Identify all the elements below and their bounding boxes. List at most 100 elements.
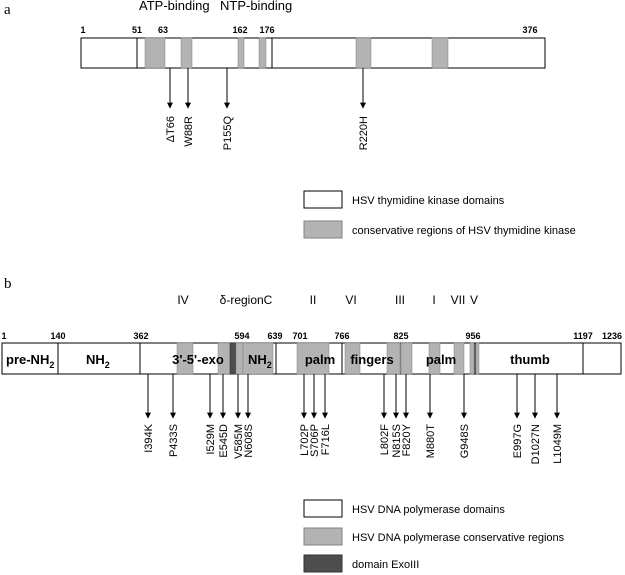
panel-a-arrows <box>167 68 366 109</box>
panel-a-legend: HSV thymidine kinase domains conservativ… <box>303 190 576 239</box>
tick-label: 1197 <box>573 331 593 341</box>
mutation-label: W88R <box>183 116 195 147</box>
mutation-label: I394K <box>143 423 155 452</box>
mutation-label: N608S <box>243 424 255 458</box>
panel-b: b IV δ-regionC II VI III I VII V 1 140 3… <box>1 276 622 573</box>
region-label: V <box>470 293 478 307</box>
conserved-region <box>180 37 193 69</box>
thymidine-kinase-bar <box>80 37 546 69</box>
mutation-label: G948S <box>459 424 471 458</box>
conserved-region <box>355 37 372 69</box>
mutation-label: L702P <box>299 424 311 456</box>
tick-label: 51 <box>132 25 142 35</box>
mutation-label: F716L <box>320 424 332 455</box>
tick-label: 162 <box>232 25 247 35</box>
conserved-region <box>428 342 441 375</box>
conserved-region <box>453 342 465 375</box>
conserved-region <box>235 342 244 375</box>
panel-a: a ATP-binding NTP-binding 1 51 63 162 17… <box>4 0 576 239</box>
tick-label: 176 <box>259 25 274 35</box>
mutation-label: E997G <box>512 424 524 458</box>
exoiii-region <box>229 342 237 375</box>
tick-label: 825 <box>393 331 408 341</box>
conserved-region <box>237 37 245 69</box>
legend-text: HSV DNA polymerase domains <box>352 504 505 516</box>
tick-label: 1236 <box>602 331 622 341</box>
tick-label: 701 <box>292 331 307 341</box>
conserved-region <box>400 342 413 375</box>
region-label: IV <box>177 293 188 307</box>
conserved-region <box>242 342 274 375</box>
tick-label: 1 <box>80 25 85 35</box>
ntp-binding-header: NTP-binding <box>220 0 292 13</box>
panel-b-legend: HSV DNA polymerase domains HSV DNA polym… <box>303 499 565 573</box>
tick-label: 1 <box>1 331 6 341</box>
region-label: I <box>432 293 435 307</box>
legend-text: HSV thymidine kinase domains <box>352 195 505 207</box>
region-labels: IV δ-regionC II VI III I VII V <box>177 293 478 307</box>
legend-text: HSV DNA polymerase conservative regions <box>352 532 565 544</box>
panel-b-arrows <box>145 374 560 419</box>
tick-label: 63 <box>158 25 168 35</box>
region-label: II <box>310 293 317 307</box>
mutation-label: S706P <box>309 424 321 457</box>
panel-a-mutations: ΔT66 W88R P155Q R220H <box>165 116 370 151</box>
mutation-label: N815S <box>391 424 403 458</box>
mutation-label: P155Q <box>222 116 234 151</box>
domain-name-nh2-b: NH2 <box>248 352 272 370</box>
mutation-label: F820Y <box>401 423 413 456</box>
tick-label: 956 <box>465 331 480 341</box>
tick-label: 639 <box>267 331 282 341</box>
mutation-label: R220H <box>358 116 370 150</box>
conserved-region <box>176 342 194 375</box>
mutation-label: V585M <box>233 424 245 459</box>
mutation-label: ΔT66 <box>165 116 177 142</box>
domain-name-nh2: NH2 <box>86 352 110 370</box>
tick-label: 766 <box>334 331 349 341</box>
tick-label: 362 <box>133 331 148 341</box>
legend-text: domain ExoIII <box>352 559 419 571</box>
conserved-region <box>258 37 267 69</box>
tick-label: 376 <box>522 25 537 35</box>
conserved-region <box>475 342 480 375</box>
conserved-region <box>296 342 330 375</box>
mutation-label: M880T <box>425 424 437 459</box>
mutation-label: P433S <box>168 424 180 457</box>
domain-name-palm: palm <box>426 352 456 367</box>
domain-name-thumb: thumb <box>510 352 550 367</box>
domain-name-pre-nh2: pre-NH2 <box>6 352 54 370</box>
legend-swatch-conserved <box>303 220 343 239</box>
mutation-label: E545D <box>218 424 230 458</box>
atp-binding-header: ATP-binding <box>139 0 210 13</box>
domain-name-exo: 3'-5'-exo <box>172 352 224 367</box>
region-label: VI <box>345 293 356 307</box>
mutation-label: L802F <box>379 424 391 455</box>
conserved-region <box>469 342 475 375</box>
legend-swatch-domain <box>303 499 343 518</box>
conserved-region <box>144 37 166 69</box>
conserved-region <box>344 342 361 375</box>
panel-b-ticks: 1 140 362 594 639 701 766 825 956 1197 1… <box>1 331 622 341</box>
region-label: δ-regionC <box>220 293 273 307</box>
panel-a-ticks: 1 51 63 162 176 376 <box>80 25 537 35</box>
domain-name-palm: palm <box>305 352 335 367</box>
legend-swatch-conserved <box>303 527 343 546</box>
domain-names: pre-NH2 NH2 3'-5'-exo NH2 palm fingers p… <box>6 352 550 370</box>
mutation-label: I529M <box>205 424 217 455</box>
mutation-label: D1027N <box>530 424 542 464</box>
conserved-region <box>386 342 401 375</box>
legend-swatch-exoiii <box>303 554 343 573</box>
panel-b-label: b <box>4 276 12 292</box>
legend-swatch-domain <box>303 190 343 209</box>
conserved-region <box>431 37 449 69</box>
legend-text: conservative regions of HSV thymidine ki… <box>352 225 576 237</box>
domain-name-fingers: fingers <box>350 352 393 367</box>
region-label: VII <box>451 293 466 307</box>
mutation-label: L1049M <box>552 424 564 464</box>
tick-label: 140 <box>50 331 65 341</box>
panel-b-mutations: I394K P433S I529M E545D V585M N608S L702… <box>143 423 564 464</box>
panel-a-label: a <box>4 2 11 18</box>
tick-label: 594 <box>234 331 249 341</box>
region-label: III <box>395 293 405 307</box>
